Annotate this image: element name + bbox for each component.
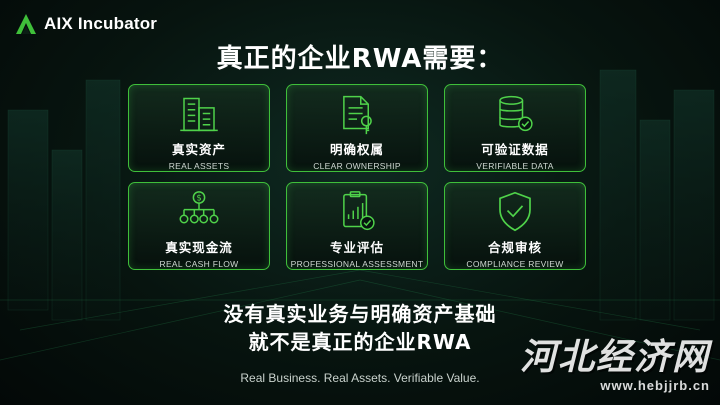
card-clear-ownership: 明确权属 CLEAR OWNERSHIP — [286, 84, 428, 172]
card-compliance-review: 合规审核 COMPLIANCE REVIEW — [444, 182, 586, 270]
watermark-site-name: 河北经济网 — [519, 336, 710, 378]
page-title: 真正的企业RWA需要： — [216, 44, 504, 74]
card-professional-assessment: 专业评估 PROFESSIONAL ASSESSMENT — [286, 182, 428, 270]
assessment-chart-icon — [343, 191, 375, 231]
card-title-en: VERIFIABLE DATA — [476, 161, 554, 171]
brand-logo: AIX Incubator — [14, 12, 157, 36]
building-icon — [180, 97, 218, 132]
document-key-icon — [343, 95, 372, 135]
requirements-grid: 真实资产 REAL ASSETS 明确权属 CLEAR OWNERSHIP 可验… — [128, 84, 592, 270]
slogan-line-2: 就不是真正的企业RWA — [248, 330, 472, 354]
card-real-assets: 真实资产 REAL ASSETS — [128, 84, 270, 172]
svg-text:$: $ — [196, 193, 201, 203]
slogan: 没有真实业务与明确资产基础 就不是真正的企业RWA — [0, 300, 720, 356]
card-real-cash-flow: $ 真实现金流 REAL CASH FLOW — [128, 182, 270, 270]
card-title-cn: 专业评估 — [329, 240, 384, 255]
card-title-cn: 真实资产 — [171, 142, 226, 157]
card-title-en: CLEAR OWNERSHIP — [313, 161, 401, 171]
card-title-cn: 合规审核 — [487, 240, 542, 255]
watermark-url: www.hebjjrb.cn — [600, 378, 710, 393]
card-title-cn: 真实现金流 — [165, 240, 233, 255]
site-watermark: 河北经济网 www.hebjjrb.cn — [520, 328, 710, 393]
database-check-icon — [499, 95, 533, 132]
shield-check-icon — [499, 191, 531, 232]
brand-name: AIX Incubator — [44, 14, 158, 33]
card-title-en: REAL CASH FLOW — [159, 259, 239, 269]
tagline: Real Business. Real Assets. Verifiable V… — [240, 371, 480, 385]
card-title-cn: 明确权属 — [329, 142, 384, 157]
card-title-en: COMPLIANCE REVIEW — [466, 259, 564, 269]
card-title-en: PROFESSIONAL ASSESSMENT — [290, 259, 424, 269]
card-title-cn: 可验证数据 — [481, 142, 549, 157]
aix-logo-icon — [16, 14, 36, 34]
card-verifiable-data: 可验证数据 VERIFIABLE DATA — [444, 84, 586, 172]
cash-flow-icon: $ — [179, 191, 219, 224]
card-title-en: REAL ASSETS — [168, 161, 230, 171]
slogan-line-1: 没有真实业务与明确资产基础 — [223, 302, 497, 326]
